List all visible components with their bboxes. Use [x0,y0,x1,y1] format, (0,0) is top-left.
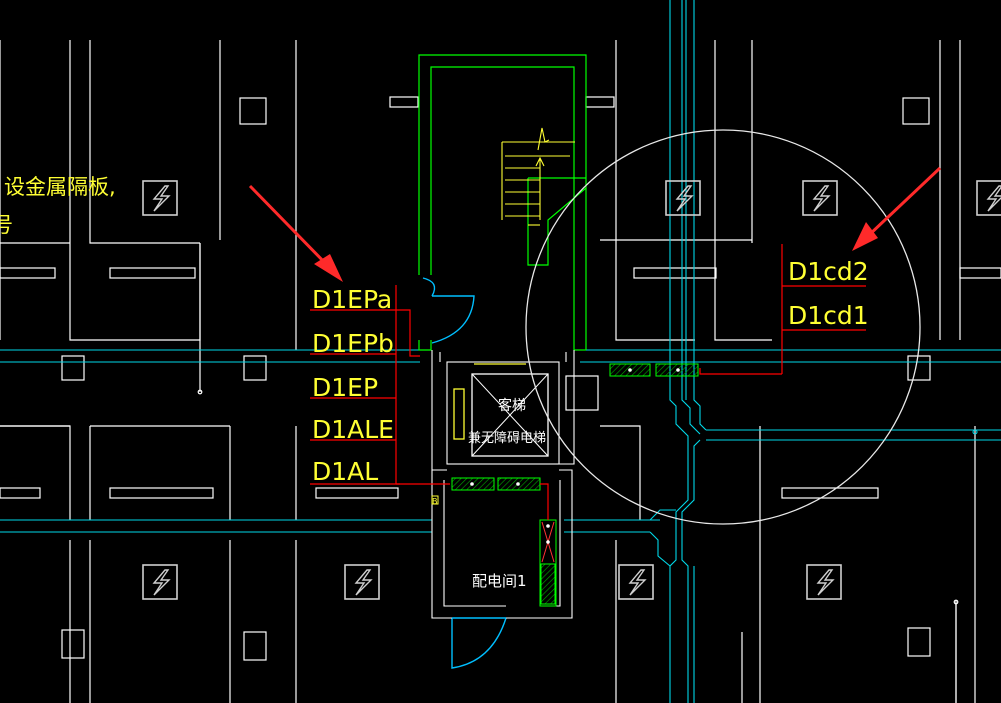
outlet-icon [344,564,380,600]
stair-core [418,54,587,351]
circuit-label: D1cd1 [788,301,869,330]
outlet-icon [665,180,701,216]
doors [422,277,507,669]
circuit-labels: D1EPa D1EPb D1EP D1ALE D1AL D1cd2 D1cd1 … [0,175,869,486]
elevator-shaft [431,350,699,619]
circuit-label: D1AL [312,457,378,486]
outlet-icon [806,564,842,600]
circuit-label: D1ALE [312,415,394,444]
outlet-icon [976,180,1001,216]
circuit-label: D1cd2 [788,257,869,286]
red-arrows [248,166,942,282]
room-labels: 客梯 兼无障碍电梯 配电间1 B [432,397,546,590]
circuit-label: D1EPb [312,329,394,358]
room-name: 配电间1 [472,572,527,590]
circuit-label: D1EP [312,373,378,402]
highlight-circle [525,129,921,525]
outlet-icon [142,564,178,600]
elevator-label: 客梯 [498,397,526,414]
arrow-head-icon [314,254,343,282]
outlet-icon [142,180,178,216]
small-mark: B [432,497,438,506]
circuit-label: D1EPa [312,285,392,314]
circuit-leaders [310,244,866,520]
arrow-head-icon [852,222,878,251]
outlet-icon [618,564,654,600]
outlet-icon [802,180,838,216]
room-outlines [0,40,1001,703]
stair-treads [501,127,575,226]
elevator-sublabel: 兼无障碍电梯 [468,431,546,446]
note-fragment: 号 [0,213,13,237]
note-metal-partition: 设金属隔板, [4,175,116,199]
